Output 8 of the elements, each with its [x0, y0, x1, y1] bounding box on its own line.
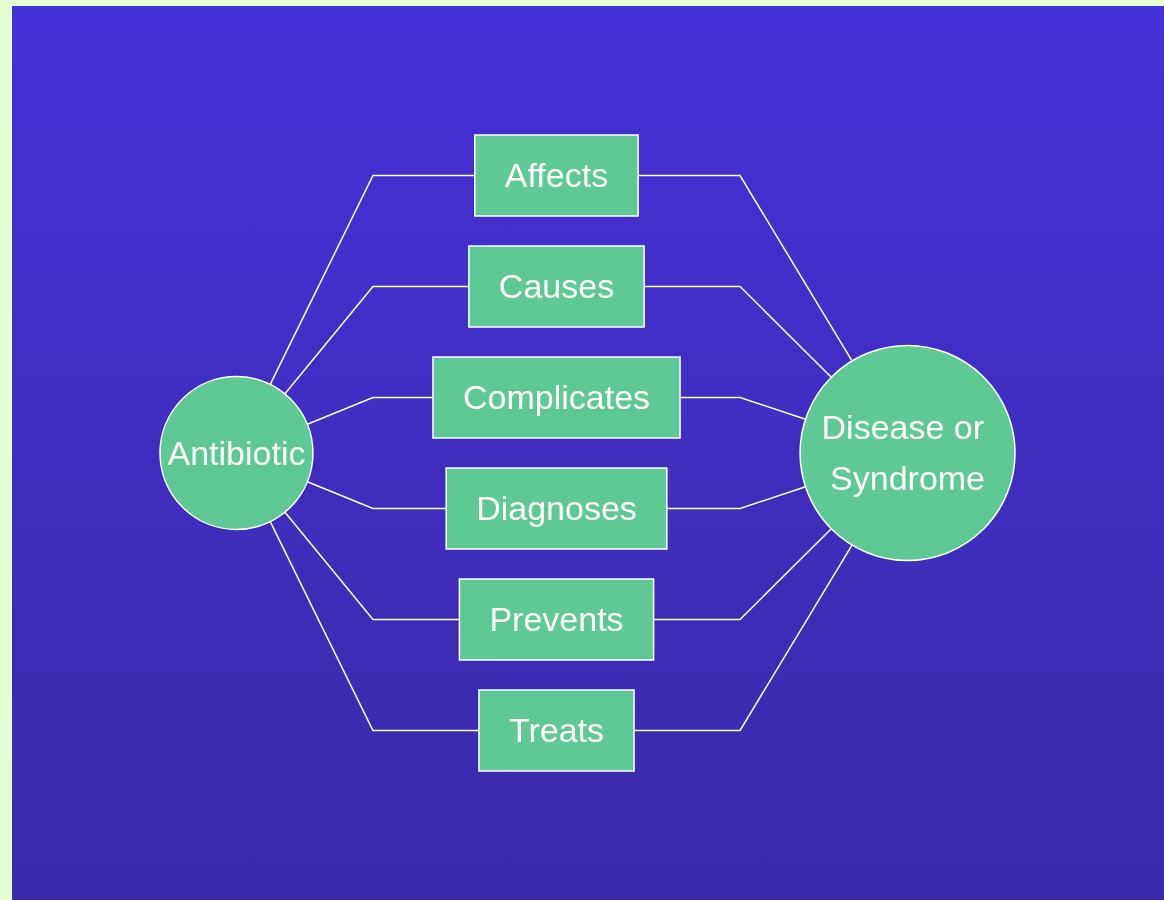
node-circle: Antibiotic	[159, 375, 315, 531]
node-box: Causes	[468, 245, 646, 328]
node-box: Diagnoses	[445, 467, 669, 550]
node-box: Treats	[478, 689, 636, 772]
node-box: Prevents	[459, 578, 655, 661]
node-box: Complicates	[432, 356, 682, 439]
node-box: Affects	[474, 134, 640, 217]
node-circle: Disease or Syndrome	[799, 344, 1017, 562]
